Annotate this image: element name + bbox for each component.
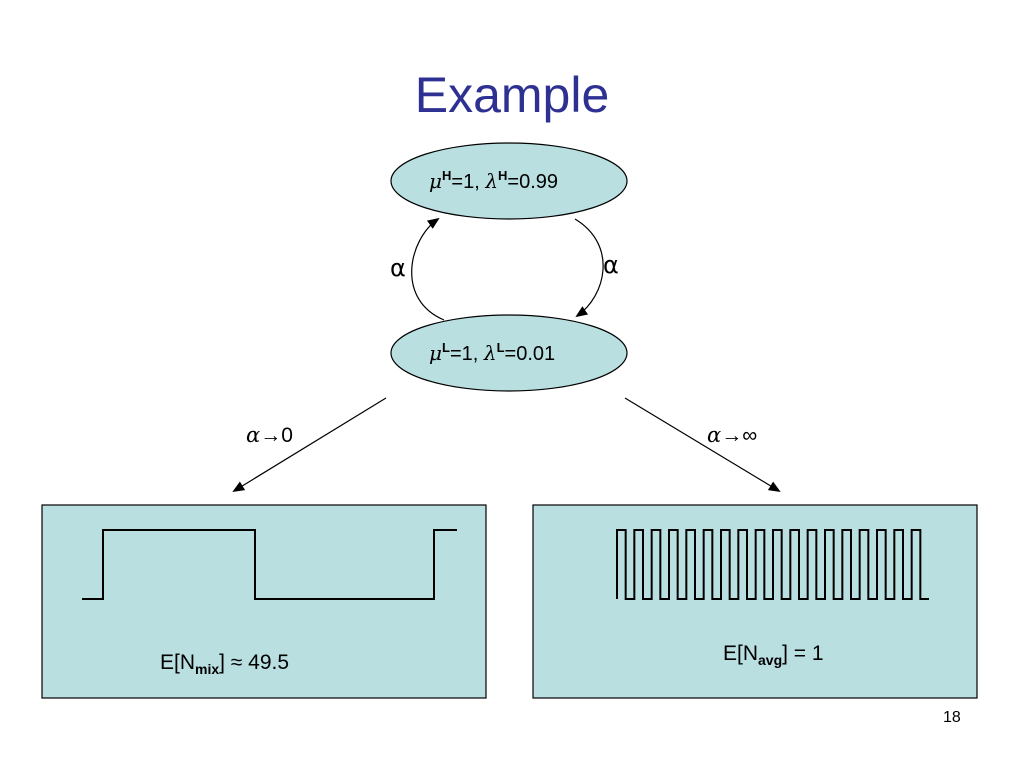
mix-expectation-formula: E[Nmix] ≈ 49.5 — [160, 651, 290, 677]
fast-switching-waveform — [616, 529, 929, 600]
slide-title: Example — [414, 67, 610, 123]
state-low-ellipse — [390, 314, 628, 392]
avg-expectation-formula: E[Navg] = 1 — [723, 642, 824, 668]
transition-low-to-high-arrow — [411, 217, 445, 321]
transition-right-label: α — [603, 251, 619, 279]
limit-right-arrow — [624, 397, 781, 493]
limit-left-arrow — [232, 397, 387, 493]
transition-left-label: α — [390, 254, 406, 282]
state-high-ellipse — [390, 142, 628, 220]
limit-right-label: α→∞ — [707, 423, 758, 447]
slow-switching-waveform — [82, 529, 457, 600]
limit-left-label: α→0 — [246, 423, 293, 447]
state-high-label: μH=1, λH=0.99 — [429, 168, 558, 193]
transition-high-to-low-arrow — [574, 218, 604, 318]
slide-number: 18 — [943, 709, 961, 726]
state-low-label: μL=1, λL=0.01 — [429, 340, 556, 365]
result-box-mix — [41, 504, 487, 699]
